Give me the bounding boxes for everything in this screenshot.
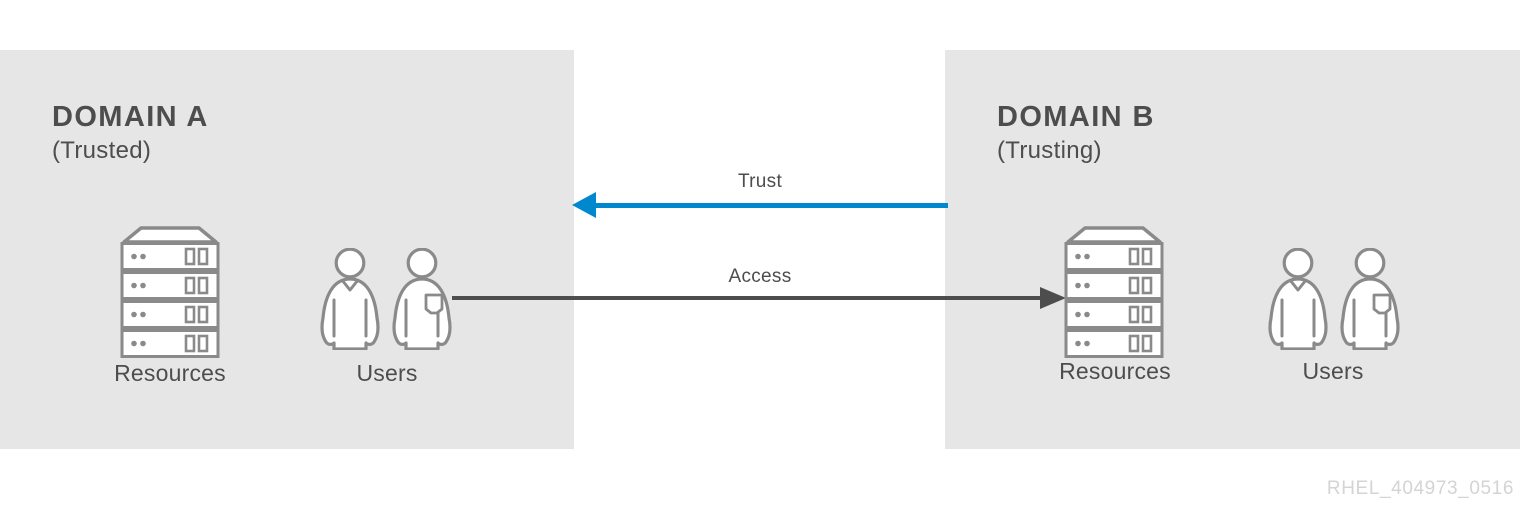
domain-b-panel <box>945 50 1520 449</box>
domain-a-resources-label: Resources <box>114 360 226 386</box>
trust-arrowhead-left-icon <box>572 192 596 218</box>
user-pocket-icon <box>1340 248 1400 350</box>
watermark-text: RHEL_404973_0516 <box>1326 478 1514 499</box>
trust-arrow-label: Trust <box>737 171 783 192</box>
domain-b-title: DOMAIN B <box>997 101 1155 133</box>
domain-b-user-group-icon <box>1268 248 1400 350</box>
user-vneck-icon <box>1268 248 1328 350</box>
domain-a-subtitle: (Trusted) <box>52 137 152 164</box>
domain-b-resources-label: Resources <box>1059 358 1171 384</box>
domain-b-users-label: Users <box>1302 358 1364 384</box>
domain-a-server-stack-icon <box>120 225 220 363</box>
domain-a-title: DOMAIN A <box>52 101 209 133</box>
domain-a-panel <box>0 50 574 449</box>
domain-a-users-label: Users <box>356 360 418 386</box>
user-vneck-icon <box>320 248 380 350</box>
user-pocket-icon <box>392 248 452 350</box>
domain-b-server-stack-icon <box>1064 225 1164 363</box>
access-arrowhead-right-icon <box>1040 287 1066 309</box>
access-arrow-label: Access <box>728 266 792 287</box>
domain-a-user-group-icon <box>320 248 452 350</box>
access-arrow-line <box>452 296 1042 300</box>
trust-arrow-line <box>594 203 948 208</box>
domain-b-subtitle: (Trusting) <box>997 137 1102 164</box>
